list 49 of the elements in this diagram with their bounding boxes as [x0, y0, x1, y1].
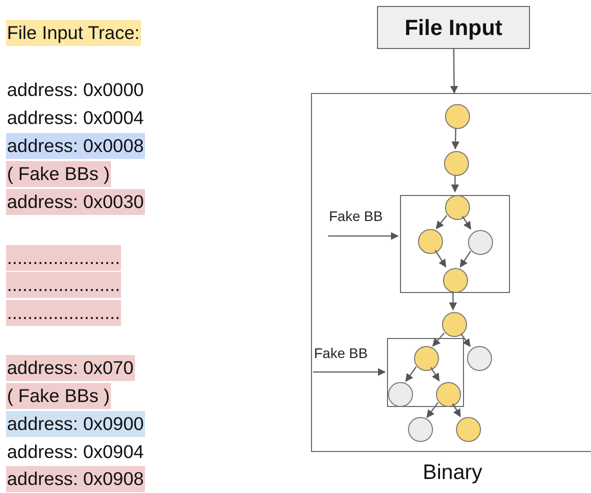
arrow: [451, 128, 460, 150]
arrow: [405, 366, 417, 382]
arrow: [430, 366, 440, 382]
basic-block-circle: [466, 346, 492, 370]
basic-block-circle: [456, 416, 480, 442]
trace-text: address: 0x0000: [6, 78, 145, 102]
arrow: [449, 291, 457, 310]
arrow: [313, 368, 386, 376]
highlighted-text: address: 0x0908: [6, 466, 145, 492]
basic-block-circle: [444, 104, 470, 128]
basic-block-circle: [444, 194, 470, 220]
file-input-box: File Input: [377, 6, 530, 49]
arrow: [452, 403, 461, 418]
basic-block-circle: [418, 228, 442, 254]
caption-text: Binary: [422, 461, 484, 485]
annotation-text: Fake BB: [329, 207, 383, 241]
highlighted-text: ( Fake BBs ): [6, 161, 111, 187]
annotation-text: Fake BB: [314, 344, 368, 377]
arrow: [451, 175, 459, 192]
trace-text: address: 0x0004: [6, 106, 145, 130]
arrow: [460, 333, 471, 347]
trace-text: address: 0x0904: [6, 440, 145, 464]
basic-block-circle: [408, 416, 432, 442]
fake-bb-frame: [387, 338, 464, 407]
arrow: [450, 49, 458, 94]
highlighted-text: ( Fake BBs ): [6, 383, 111, 409]
highlighted-text: address: 0x070: [6, 355, 135, 381]
arrow: [432, 332, 445, 347]
arrow: [328, 232, 399, 240]
highlighted-text: ......................: [6, 300, 122, 326]
highlighted-text: ......................: [6, 245, 122, 271]
arrow: [462, 216, 472, 230]
basic-block-circle: [442, 268, 468, 292]
arrow: [426, 402, 439, 418]
basic-block-circle: [414, 346, 438, 370]
highlighted-text: ......................: [6, 272, 122, 298]
basic-block-circle: [436, 382, 460, 406]
highlighted-text: File Input Trace:: [6, 20, 141, 46]
highlighted-text: address: 0x0008: [6, 133, 145, 159]
basic-block-circle: [442, 312, 466, 336]
arrow: [436, 215, 448, 230]
basic-block-circle: [468, 230, 492, 254]
arrow: [434, 250, 446, 268]
basic-block-circle: [444, 150, 468, 176]
basic-block-circle: [388, 382, 412, 406]
fake-bb-frame: [400, 195, 510, 293]
arrow: [460, 250, 472, 268]
highlighted-text: address: 0x0900: [6, 411, 145, 437]
highlighted-text: address: 0x0030: [6, 189, 145, 215]
